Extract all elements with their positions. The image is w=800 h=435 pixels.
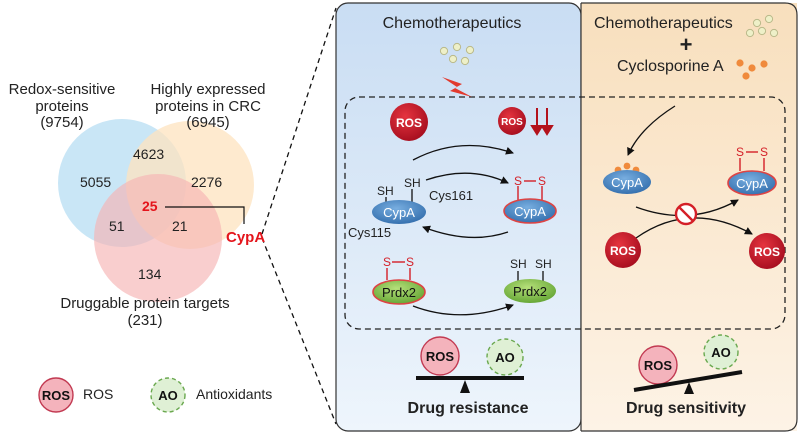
venn-label-redox-line2: proteins xyxy=(35,97,89,115)
cypa-oxidized-label-2: CypA xyxy=(736,176,768,191)
resistance-outcome: Drug resistance xyxy=(407,400,529,417)
venn-region-expressed-only: 2276 xyxy=(191,174,222,190)
reduction-arrow-return xyxy=(422,225,509,239)
s-left: S xyxy=(514,174,522,188)
disulfide-bond-cypa-2 xyxy=(739,151,765,171)
ros-left-label: ROS xyxy=(396,116,422,130)
venn-region-all-three: 25 xyxy=(142,198,158,214)
sensitivity-panel-border xyxy=(581,2,798,432)
ros-ball-sens-left xyxy=(605,232,641,268)
mechanism-box xyxy=(344,96,786,330)
venn-region-redox-druggable: 51 xyxy=(109,218,125,234)
sensitivity-panel-title: Chemotherapeutics xyxy=(594,15,733,32)
plus-sign: + xyxy=(679,32,693,57)
s-right: S xyxy=(538,174,546,188)
sh-left-2: SH xyxy=(404,176,421,190)
venn-label-druggable-line1: Druggable protein targets xyxy=(60,295,230,312)
cys115-label: Cys115 xyxy=(348,225,391,240)
sensitivity-outcome: Drug sensitivity xyxy=(625,400,747,417)
prdx-s-right: S xyxy=(406,255,414,269)
drug-binding-arrow xyxy=(627,105,676,156)
balance-ao-circle-right xyxy=(703,334,739,370)
s-left-2: S xyxy=(736,145,744,159)
prdx-reduced-label: Prdx2 xyxy=(513,284,547,299)
ros-right-ball xyxy=(498,107,526,135)
venn-total-expressed: (6945) xyxy=(186,114,230,131)
disulfide-bond-cypa xyxy=(517,180,543,200)
legend-ao-circle xyxy=(150,377,186,413)
resistance-panel-title: Chemotherapeutics xyxy=(382,15,522,32)
venn-label-expressed-line1: Highly expressed xyxy=(150,81,266,98)
blocked-icon xyxy=(674,202,698,226)
ros-left-ball xyxy=(390,103,428,141)
sh-left-1: SH xyxy=(377,184,394,198)
cypa-oxidized-label: CypA xyxy=(514,204,546,219)
venn-diagram xyxy=(58,119,254,302)
chemo-particles xyxy=(439,42,475,66)
balance-ao-label-left: AO xyxy=(495,350,515,365)
lightning-icon xyxy=(442,77,472,97)
balance-ros-label-right: ROS xyxy=(644,358,673,373)
oxidation-arrow-top xyxy=(412,144,514,161)
venn-region-redox-expressed: 4623 xyxy=(133,146,164,162)
balance-ao-circle-left xyxy=(486,338,524,376)
svg-text: 5055 4623 2276 51 25 21 134 CypA ROS ROS… xyxy=(42,116,780,403)
ros-right-label: ROS xyxy=(501,117,523,128)
prdx-arrow-bottom xyxy=(412,303,514,316)
venn-label-expressed-line2: proteins in CRC xyxy=(155,97,261,115)
legend-ros-circle xyxy=(38,377,74,413)
prdx-sh-2: SH xyxy=(535,257,552,271)
ros-decrease-text: ↓↓ xyxy=(546,108,547,109)
ros-sens-right-label: ROS xyxy=(754,245,780,259)
ros-decrease-arrows-icon xyxy=(530,108,554,136)
cys161-label: Cys161 xyxy=(429,188,473,203)
venn-region-druggable-only: 134 xyxy=(138,266,162,282)
prdx-sh-1: SH xyxy=(510,257,527,271)
cypa-callout-label: CypA xyxy=(226,229,265,246)
balance-fulcrum-right xyxy=(684,382,694,394)
balance-beam-right xyxy=(633,370,743,392)
balance-ao-label-right: AO xyxy=(711,345,731,360)
zoom-line-bottom xyxy=(261,237,337,425)
cypa-oxidized-shape-2 xyxy=(727,170,777,196)
legend-ros-token: ROS xyxy=(42,388,71,403)
cypa-callout-line xyxy=(165,206,245,224)
legend-ao-token: AO xyxy=(158,388,178,403)
prdx-oxidized-shape xyxy=(372,279,426,305)
cypa-oxidized-shape xyxy=(503,198,557,224)
legend-ao-label: Antioxidants xyxy=(196,386,273,402)
venn-total-redox: (9754) xyxy=(40,114,84,131)
s-right-2: S xyxy=(760,145,768,159)
cypa-reduced-shape xyxy=(372,200,426,224)
venn-circle-druggable xyxy=(94,174,222,302)
cypa-reduced-label: CypA xyxy=(383,205,415,220)
cyclosporine-particles xyxy=(736,59,768,80)
balance-ros-label-left: ROS xyxy=(426,349,455,364)
ros-ball-sens-right xyxy=(749,233,785,269)
prdx-oxidized-label: Prdx2 xyxy=(382,285,416,300)
ros-sens-left-label: ROS xyxy=(610,244,636,258)
chemo-particles-2 xyxy=(745,14,779,38)
oxidation-arrow-mid xyxy=(425,172,509,184)
venn-label-druggable: Druggable protein targets (231) xyxy=(60,295,230,329)
disulfide-bond-prdx xyxy=(386,261,411,280)
venn-region-expressed-druggable: 21 xyxy=(172,218,188,234)
cyclosporine-label: Cyclosporine A xyxy=(617,58,724,75)
venn-label-expressed: Highly expressed proteins in CRC (6945) xyxy=(150,81,266,132)
venn-total-druggable: (231) xyxy=(127,311,163,329)
legend-ros-label: ROS xyxy=(83,386,114,402)
venn-label-redox-line1: Redox-sensitive xyxy=(8,81,116,98)
prdx-s-left: S xyxy=(383,255,391,269)
venn-label-redox: Redox-sensitive proteins (9754) xyxy=(8,81,116,132)
cypa-bound-label: CypA xyxy=(611,175,643,190)
venn-region-redox-only: 5055 xyxy=(80,174,111,190)
balance-ros-circle-left xyxy=(420,336,460,376)
zoom-line-top xyxy=(261,7,337,235)
cypa-bound-shape xyxy=(603,170,651,194)
balance-fulcrum-left xyxy=(460,380,470,393)
prdx-reduced-shape xyxy=(504,279,556,303)
